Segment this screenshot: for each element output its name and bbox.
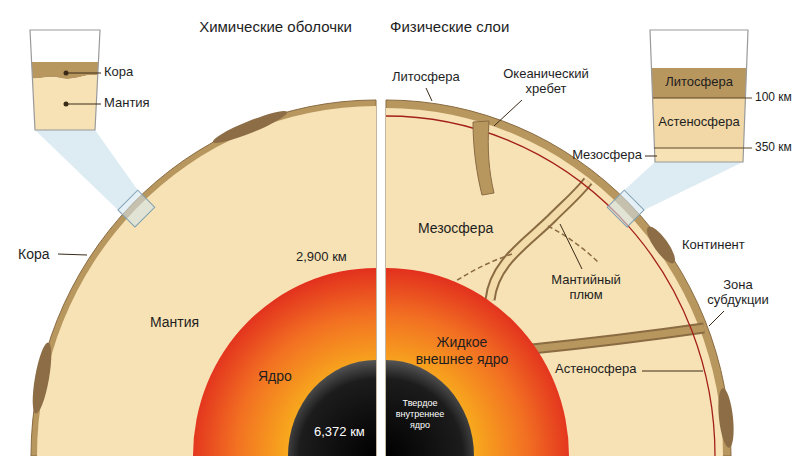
layer-label: Астеносфера: [555, 362, 637, 377]
depth-label: 100 км: [755, 91, 792, 105]
layer-label: Кора: [18, 246, 50, 262]
leader-line: [426, 88, 432, 101]
inset-cup: [30, 30, 100, 130]
inset-lithosphere: [648, 68, 750, 98]
depth-label: 350 км: [755, 141, 792, 155]
crust-shell: [31, 100, 376, 456]
core-shell: [193, 268, 376, 456]
zoom-window: [118, 190, 155, 227]
layer-label: Литосфера: [392, 70, 460, 85]
subducting-slab-outline: [532, 328, 704, 349]
subducting-slab: [532, 328, 704, 349]
layer-label: Литосфера: [659, 75, 739, 90]
layer-label: Мантия: [150, 314, 199, 330]
continent-blob: [211, 106, 290, 147]
plume-branch: [548, 226, 598, 262]
leader-line: [68, 104, 101, 105]
depth-label: 6,372 км: [314, 425, 365, 440]
leader-line: [645, 156, 657, 157]
leader-line: [642, 371, 703, 372]
leader-dot: [64, 71, 69, 76]
leader-dot: [64, 102, 69, 107]
leader-line: [494, 100, 522, 126]
layer-label: Жидкое внешнее ядро: [412, 334, 512, 368]
feature-label: Океанический хребет: [496, 66, 596, 96]
inset-asthenosphere: [648, 98, 750, 148]
layer-label: Мантия: [104, 96, 150, 111]
section-title: Физические слои: [390, 18, 560, 35]
inner-core: [386, 360, 474, 456]
leader-line: [560, 224, 582, 269]
layer-label: Твердое внутреннее ядро: [391, 398, 449, 431]
continent-blob: [29, 341, 55, 414]
zoom-window: [607, 190, 644, 227]
inset-layers: [28, 28, 102, 132]
continent-blob: [643, 223, 680, 267]
layer-label: Мезосфера: [556, 148, 642, 163]
zoom-window-box: [118, 190, 155, 227]
inset-layers: [648, 28, 750, 164]
leader-line: [709, 311, 724, 326]
feature-label: Зона субдукции: [700, 277, 776, 307]
zoom-window-box: [607, 190, 644, 227]
leader-line: [58, 254, 87, 255]
inner-core: [288, 360, 376, 456]
feature-label: Континент: [682, 238, 745, 253]
depth-label: 2,900 км: [296, 250, 347, 265]
inset-cup: [650, 30, 748, 162]
continent-blob: [716, 387, 736, 448]
layer-label: Мезосфера: [418, 220, 493, 236]
feature-label: Мантийный плюм: [545, 272, 627, 302]
section-title: Химические оболочки: [160, 18, 352, 35]
inset-sky: [648, 28, 750, 68]
layer-label: Астеносфера: [654, 115, 744, 130]
depth-line: [654, 148, 752, 149]
depth-line: [653, 98, 752, 99]
inset-mantle: [28, 75, 102, 132]
layer-label: Кора: [104, 65, 133, 80]
ridge-slab: [473, 121, 494, 195]
zoom-cone: [35, 130, 138, 210]
leader-line: [68, 73, 101, 74]
zoom-cone: [624, 162, 743, 210]
outer-core: [386, 268, 569, 456]
inset-sky: [28, 28, 102, 132]
layer-label: Ядро: [258, 368, 292, 384]
